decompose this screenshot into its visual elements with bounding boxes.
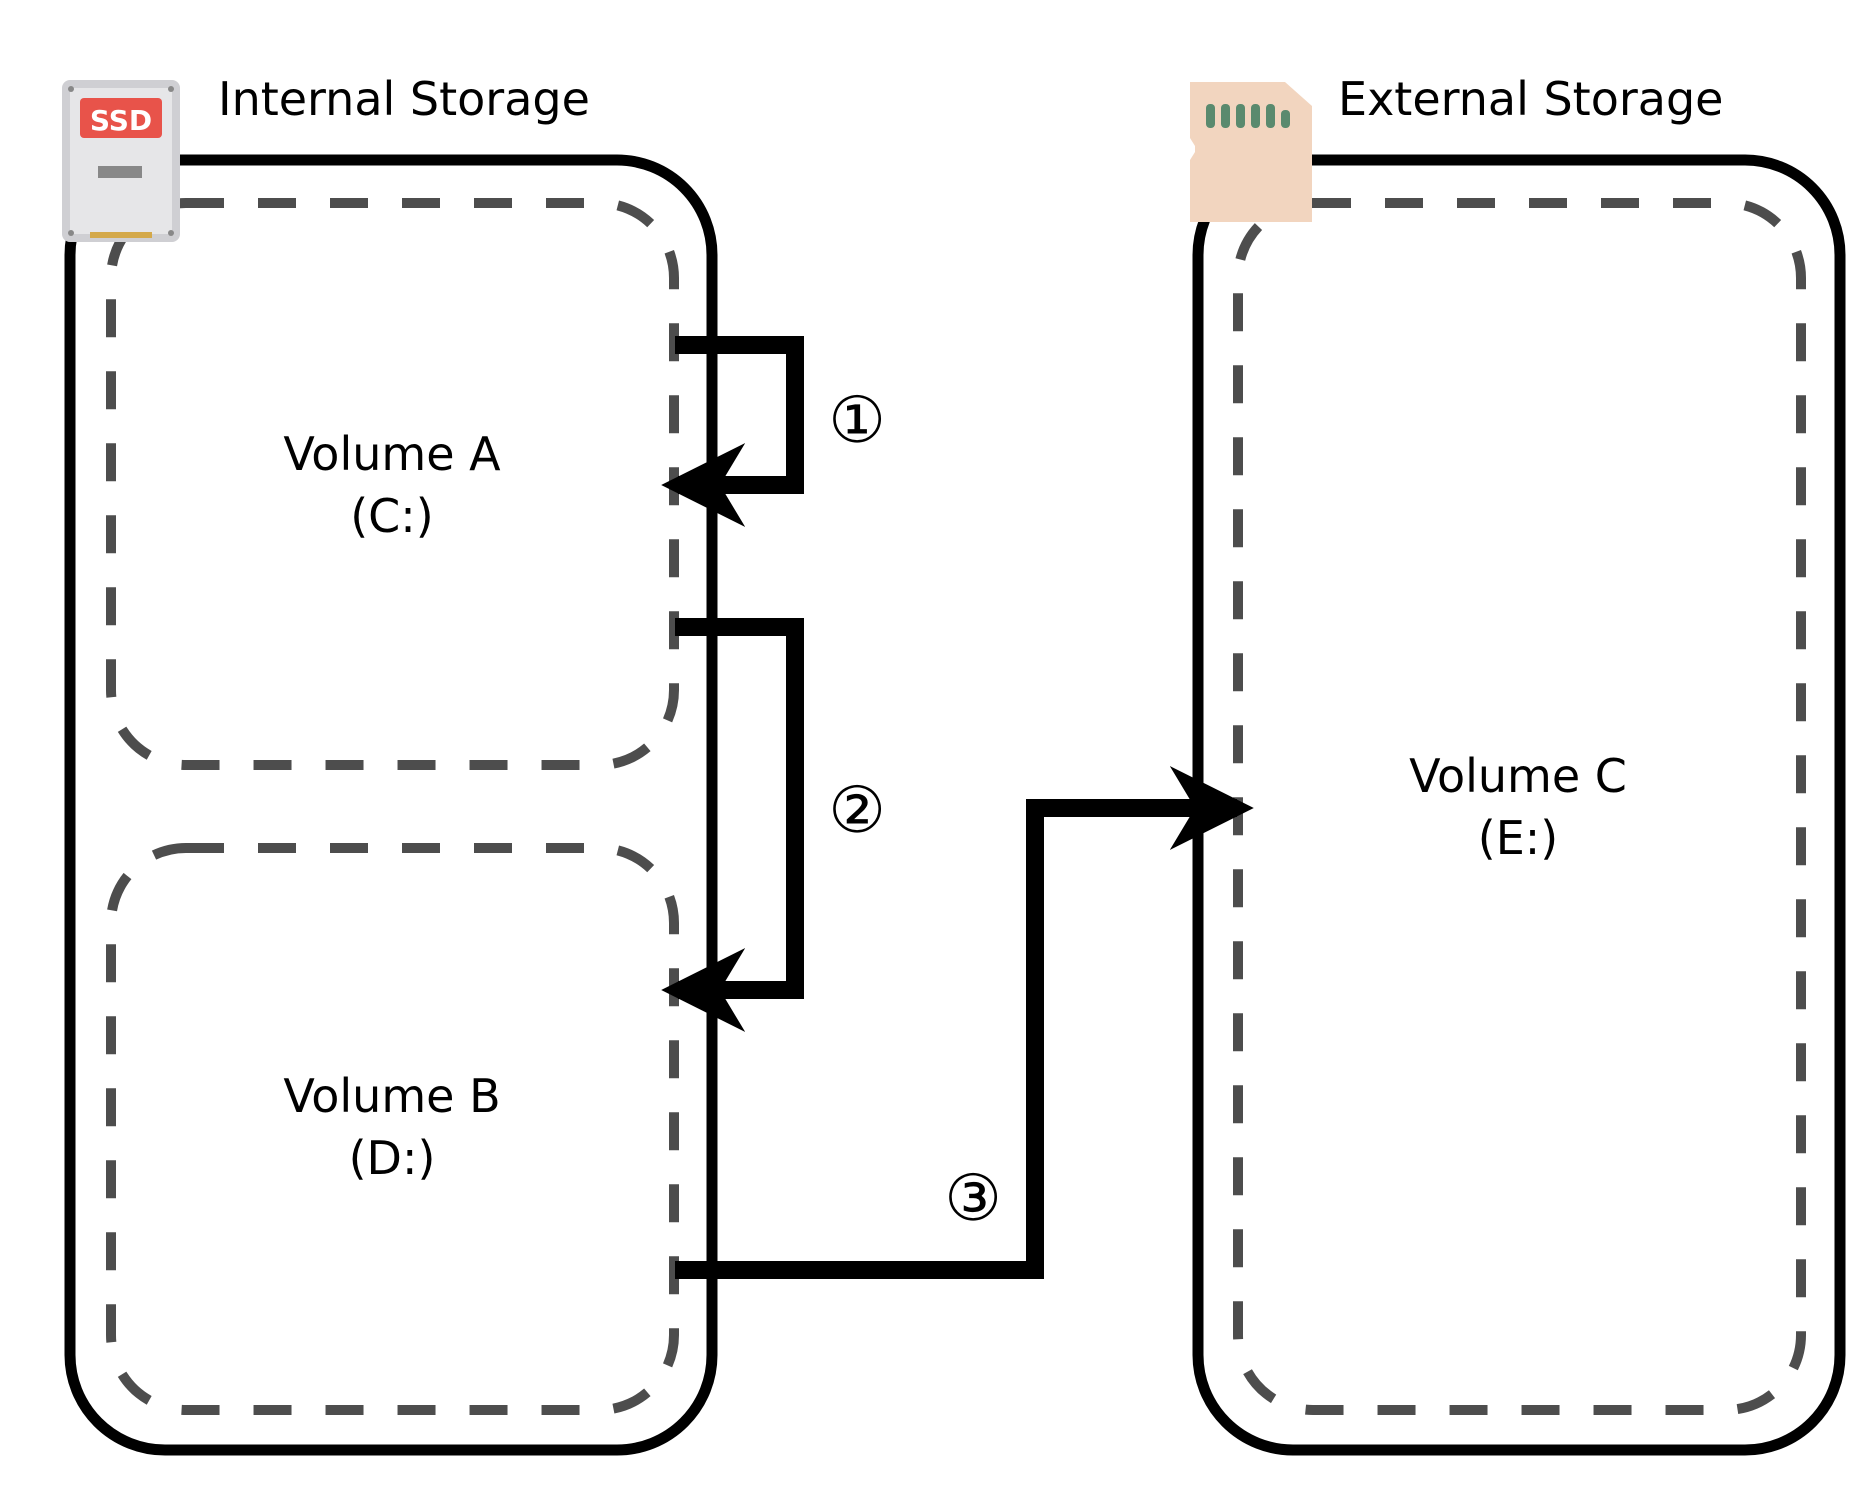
external-storage-title: External Storage	[1338, 72, 1723, 126]
volume-c-drive: (E:)	[1478, 811, 1558, 865]
internal-storage-container	[64, 154, 718, 1456]
ssd-icon: SSD	[62, 80, 180, 242]
internal-storage-title: Internal Storage	[218, 72, 590, 126]
volume-c-name: Volume C	[1409, 749, 1627, 803]
ssd-badge-label: SSD	[90, 104, 152, 137]
arrow-step-1	[661, 336, 804, 527]
volume-c-box	[1233, 198, 1806, 1415]
step-3-label: ③	[944, 1162, 1001, 1236]
arrow-step-3	[675, 766, 1254, 1279]
external-storage-container	[1192, 154, 1846, 1456]
volume-b-box	[106, 843, 679, 1415]
volume-b-name: Volume B	[283, 1069, 500, 1123]
step-1-label: ①	[828, 384, 885, 458]
volume-a-box	[106, 198, 679, 770]
volume-b-drive: (D:)	[349, 1131, 436, 1185]
arrow-step-2	[661, 618, 804, 1032]
volume-a-name: Volume A	[283, 427, 501, 481]
sd-card-icon	[1190, 82, 1312, 222]
volume-a-drive: (C:)	[350, 489, 434, 543]
step-2-label: ②	[828, 774, 885, 848]
